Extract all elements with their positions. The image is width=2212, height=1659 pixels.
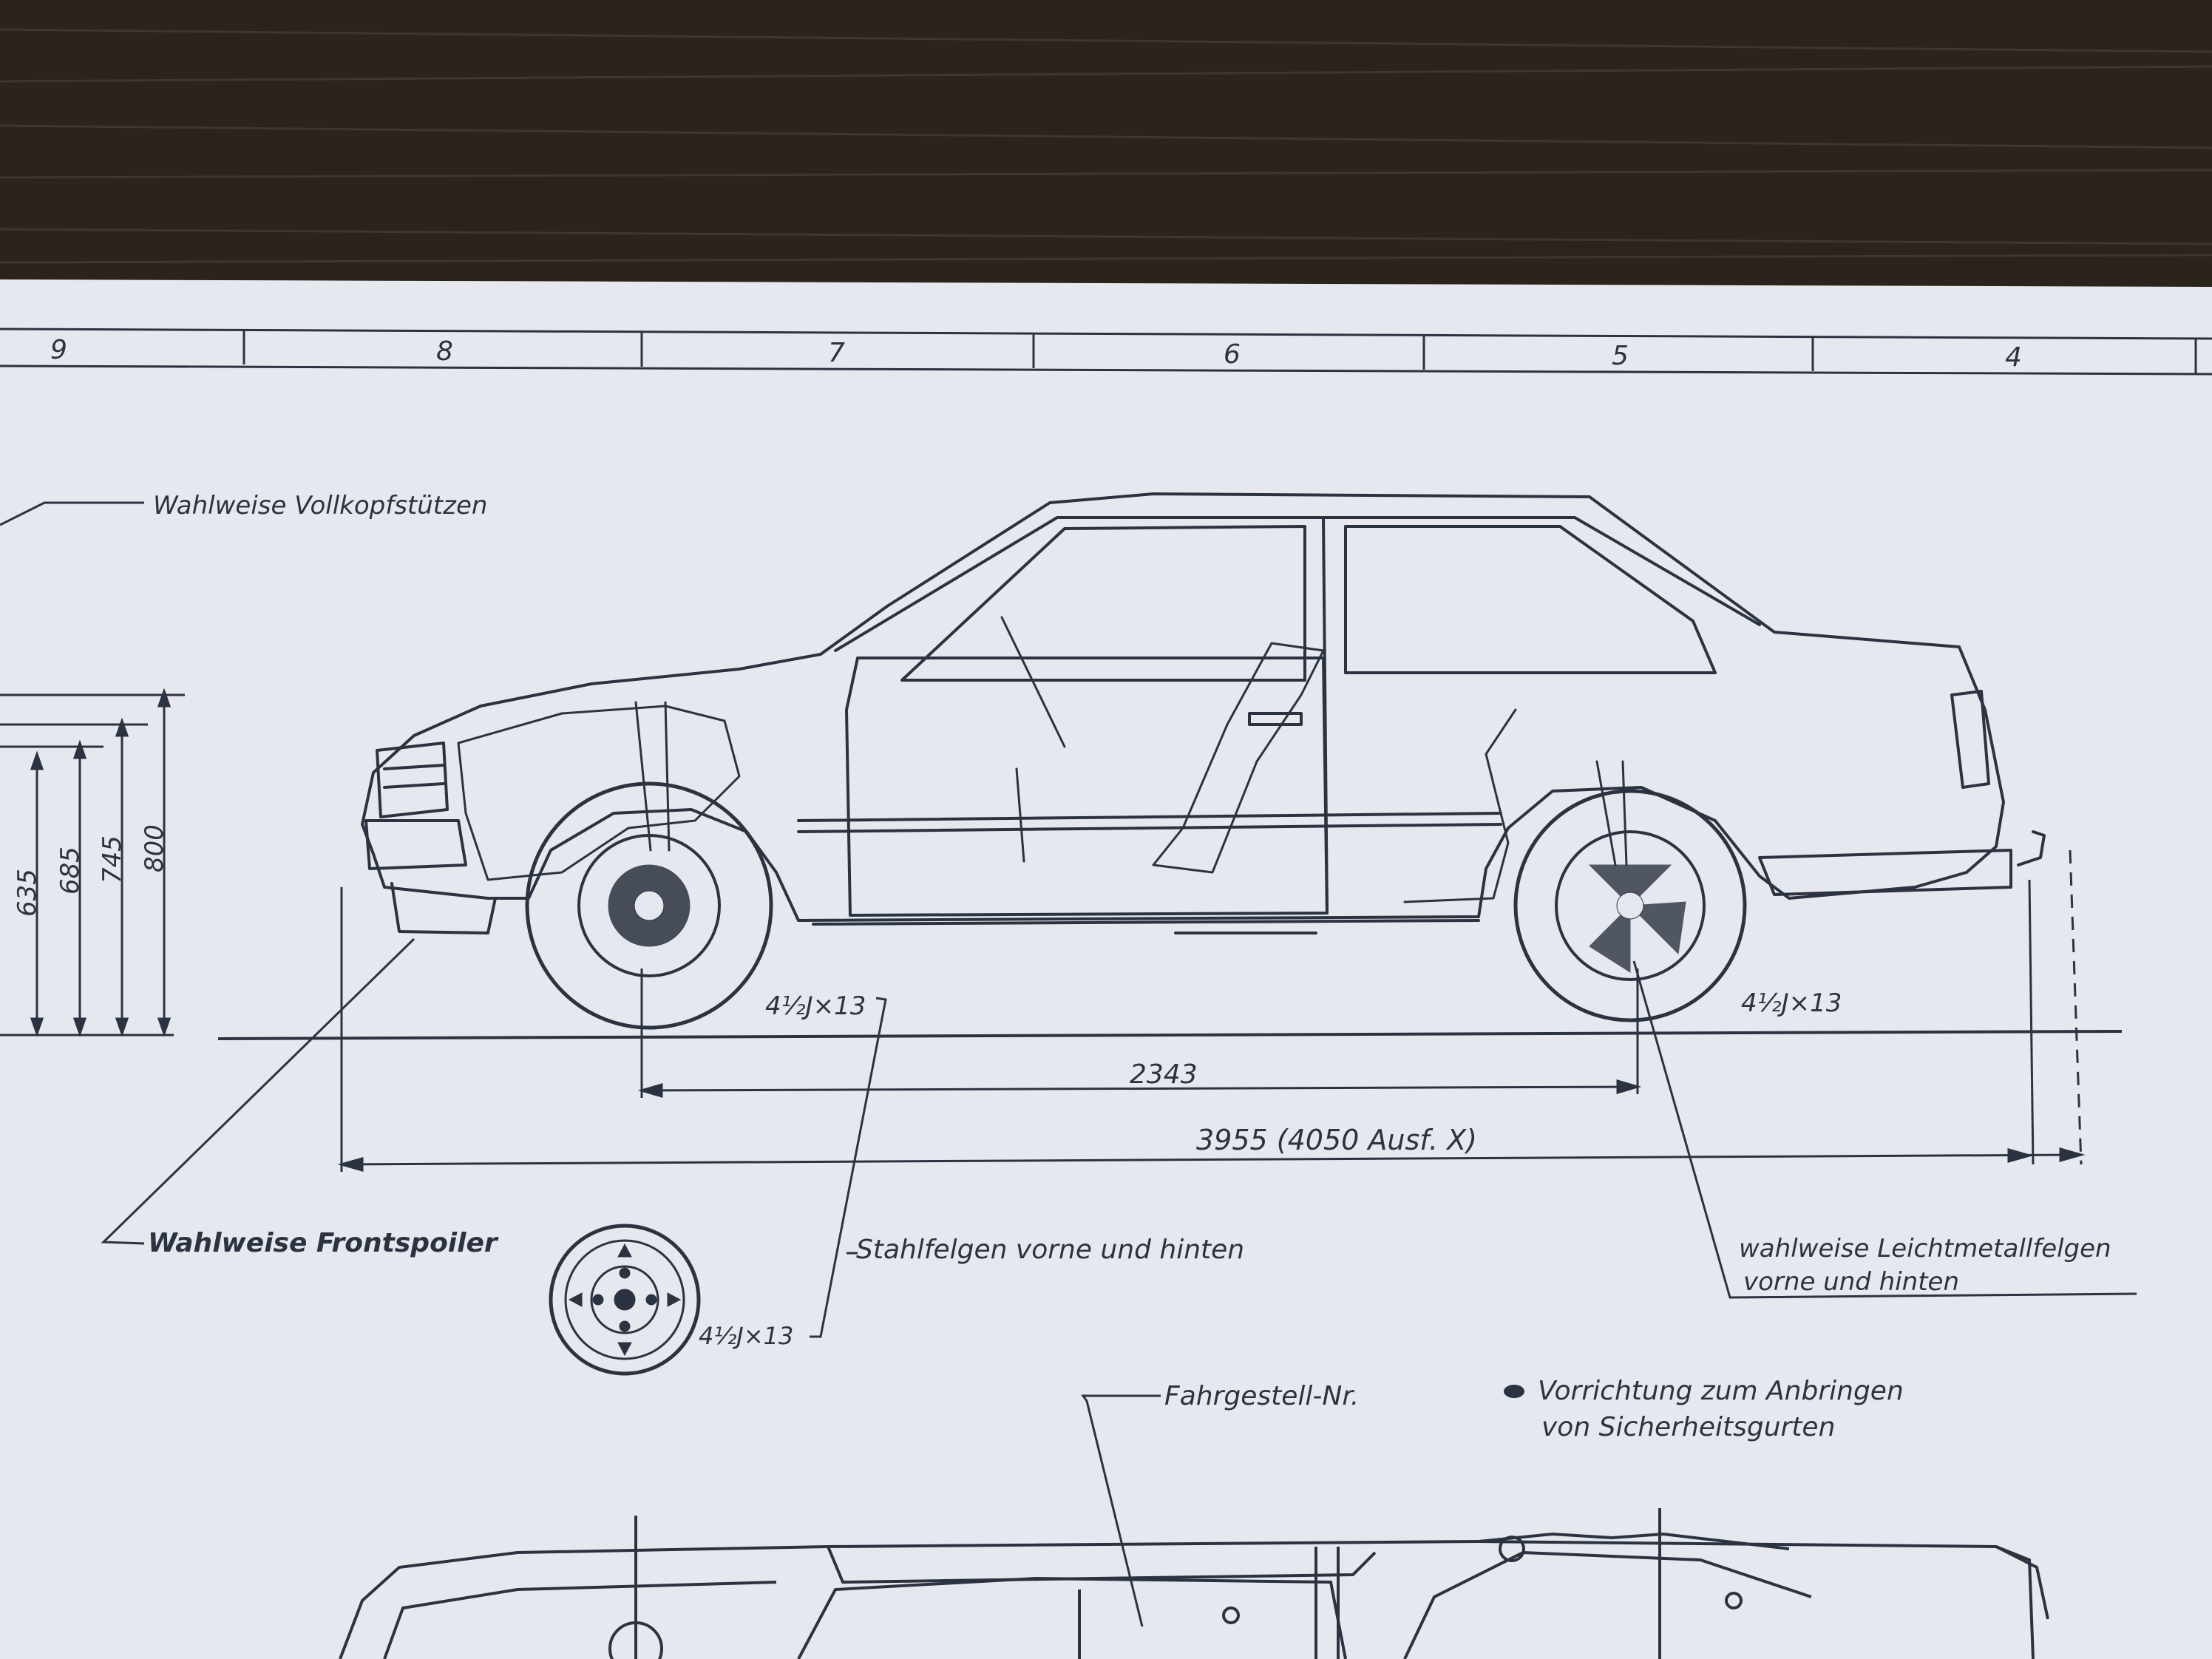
headrest-annotation: Wahlweise Vollkopfstützen [153, 491, 487, 520]
door-handle [1248, 712, 1303, 726]
ruler-number-9: 9 [50, 335, 67, 365]
rear-window [1344, 525, 1717, 674]
ruler-number-8: 8 [436, 336, 453, 367]
front-window [900, 525, 1306, 682]
steering-column [1000, 616, 1066, 748]
chassis-number-annotation: Fahrgestell-Nr. [1164, 1381, 1359, 1411]
tow-hook [2017, 830, 2046, 866]
car-body-outline [361, 492, 2005, 922]
roof-line [834, 516, 1761, 652]
frontspoiler-annotation: Wahlweise Frontspoiler [148, 1228, 499, 1258]
front-wheel [525, 781, 773, 1030]
car-top-view [339, 1508, 2049, 1659]
top-ruler [0, 328, 2212, 376]
steel-rim-detail [549, 1224, 701, 1376]
ground-line [217, 1030, 2123, 1040]
leader-lines [0, 501, 2137, 1627]
alloy-rims-annotation-line1: wahlweise Leichtmetallfelgen [1739, 1234, 2111, 1263]
ruler-number-4: 4 [2005, 342, 2022, 373]
b-pillar [1322, 516, 1329, 915]
front-door [845, 657, 1329, 917]
height-685-label: 685 [55, 847, 85, 895]
length-label: 3955 (4050 Ausf. X) [1196, 1124, 1477, 1156]
rear-axle [1403, 708, 1517, 903]
steel-rims-leader [810, 997, 887, 1338]
ruler-number-6: 6 [1224, 339, 1241, 370]
height-745-label: 745 [98, 835, 127, 883]
tire-detail-label: 4½J×13 [699, 1322, 793, 1350]
belt-anchor-annotation-line1: Vorrichtung zum Anbringen [1538, 1376, 1904, 1406]
steel-rims-annotation: Stahlfelgen vorne und hinten [856, 1235, 1244, 1265]
belt-anchor-symbol [1504, 1385, 1524, 1398]
headlamp [376, 742, 449, 818]
length-dimension-lines [337, 849, 2086, 1172]
paper-sheet [0, 279, 2212, 1659]
alloy-rims-leader [1632, 960, 2137, 1299]
belt-anchor-annotation-line2: von Sicherheitsgurten [1541, 1412, 1835, 1442]
seat [1152, 642, 1325, 874]
frontspoiler-leader [101, 937, 415, 1245]
chassis-leader [1081, 1394, 1161, 1627]
front-bumper [364, 819, 467, 870]
height-800-label: 800 [140, 824, 169, 872]
height-dimension-lines [0, 688, 185, 1037]
front-strut [634, 701, 671, 852]
headrest-leader [0, 501, 144, 526]
ruler-number-7: 7 [828, 338, 845, 368]
rear-bumper [1758, 849, 2012, 896]
wood-grain [0, 28, 2212, 264]
rear-wheel [1513, 789, 1747, 1022]
sill [812, 919, 1480, 926]
rear-strut [1595, 760, 1628, 866]
tail-light [1950, 690, 1990, 789]
gear-stick [1015, 767, 1025, 863]
side-moulding [797, 812, 1502, 822]
alloy-rims-annotation-line2: vorne und hinten [1743, 1267, 1959, 1297]
height-635-label: 635 [13, 869, 42, 917]
front-spoiler [390, 882, 497, 934]
ruler-number-5: 5 [1612, 341, 1629, 371]
car-side-view [361, 492, 2046, 934]
tire-rear-label: 4½J×13 [1741, 988, 1842, 1018]
engine-bay [457, 705, 741, 881]
tire-front-label: 4½J×13 [765, 991, 866, 1021]
wheelbase-label: 2343 [1130, 1059, 1198, 1090]
